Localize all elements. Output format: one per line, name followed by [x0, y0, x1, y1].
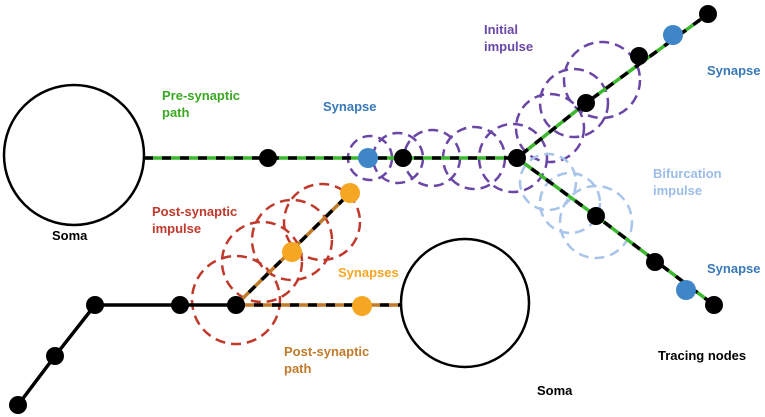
post-synaptic-path-label: Post-synaptic path [284, 344, 373, 376]
post-synaptic-path-label-line1: Post-synaptic [284, 344, 369, 359]
initial-impulse-circle-8 [562, 40, 642, 120]
soma-left-circle [2, 83, 146, 227]
initial-impulse-circle-6 [514, 92, 586, 164]
post-synaptic-impulse-label-line2: impulse [152, 221, 201, 236]
synapse-top-right-label: Synapse [707, 63, 760, 78]
synapse-node-top-right [663, 25, 683, 45]
pre-synaptic-path-label-line2: path [162, 105, 190, 120]
orange-synapse-node [352, 296, 372, 316]
bifurcation-impulse-label: Bifurcation impulse [653, 166, 725, 198]
tracing-node [86, 296, 104, 314]
initial-impulse-circle-7 [538, 67, 610, 139]
tracing-node [9, 396, 27, 414]
bifurcation-impulse-circles [518, 152, 634, 260]
synapse-bottom-right-label: Synapse [707, 261, 760, 276]
post-synaptic-impulse-label: Post-synaptic impulse [152, 204, 241, 236]
tracing-node [587, 207, 605, 225]
tracing-node [171, 296, 189, 314]
tracing-nodes-label: Tracing nodes [658, 348, 746, 363]
orange-synapse-node [340, 183, 360, 203]
soma-left-label: Soma [52, 228, 88, 243]
tracing-node [259, 149, 277, 167]
initial-impulse-label-line2: impulse [484, 39, 533, 54]
soma-bottom-circle [399, 237, 531, 369]
initial-impulse-label-line1: Initial [484, 22, 518, 37]
post-synaptic-impulse-circle-1 [190, 254, 282, 346]
post-synaptic-impulse-circle-2 [220, 220, 304, 304]
tracing-node [46, 347, 64, 365]
tracing-node [508, 149, 526, 167]
initial-impulse-label: Initial impulse [484, 22, 533, 54]
bifurcation-impulse-circle-3 [558, 184, 634, 260]
synapse-nodes [358, 25, 696, 300]
tracing-node [577, 94, 595, 112]
synapse-node-bottom-right [676, 280, 696, 300]
tracing-node [646, 253, 664, 271]
orange-synapse-node [282, 242, 302, 262]
pre-synaptic-path [144, 12, 716, 307]
bifurcation-impulse-label-line2: impulse [653, 183, 702, 198]
bifurcation-impulse-label-line1: Bifurcation [653, 166, 722, 181]
pre-synaptic-path-label: Pre-synaptic path [162, 88, 244, 120]
bifurcation-impulse-circle-1 [518, 152, 578, 212]
synapse-node-center [358, 148, 378, 168]
synapses-label: Synapses [338, 265, 399, 280]
tracing-node [227, 296, 245, 314]
tracing-node [699, 5, 717, 23]
tracing-node [394, 149, 412, 167]
soma-bottom-label: Soma [537, 383, 573, 398]
tracing-node [630, 47, 648, 65]
post-synaptic-synapse-nodes [282, 183, 372, 316]
pre-synaptic-path-label-line1: Pre-synaptic [162, 88, 240, 103]
synapse-center-label: Synapse [323, 99, 376, 114]
post-synaptic-impulse-circles [190, 182, 362, 346]
post-synaptic-impulse-circle-4 [282, 182, 362, 262]
initial-impulse-circles [346, 40, 642, 194]
tracing-nodes [9, 5, 723, 414]
post-synaptic-impulse-label-line1: Post-synaptic [152, 204, 237, 219]
initial-impulse-circle-5 [477, 122, 549, 194]
tracing-node [705, 296, 723, 314]
post-synaptic-impulse-circle-3 [250, 198, 334, 282]
post-synaptic-path-label-line2: path [284, 361, 312, 376]
bifurcation-impulse-circle-2 [538, 171, 602, 235]
